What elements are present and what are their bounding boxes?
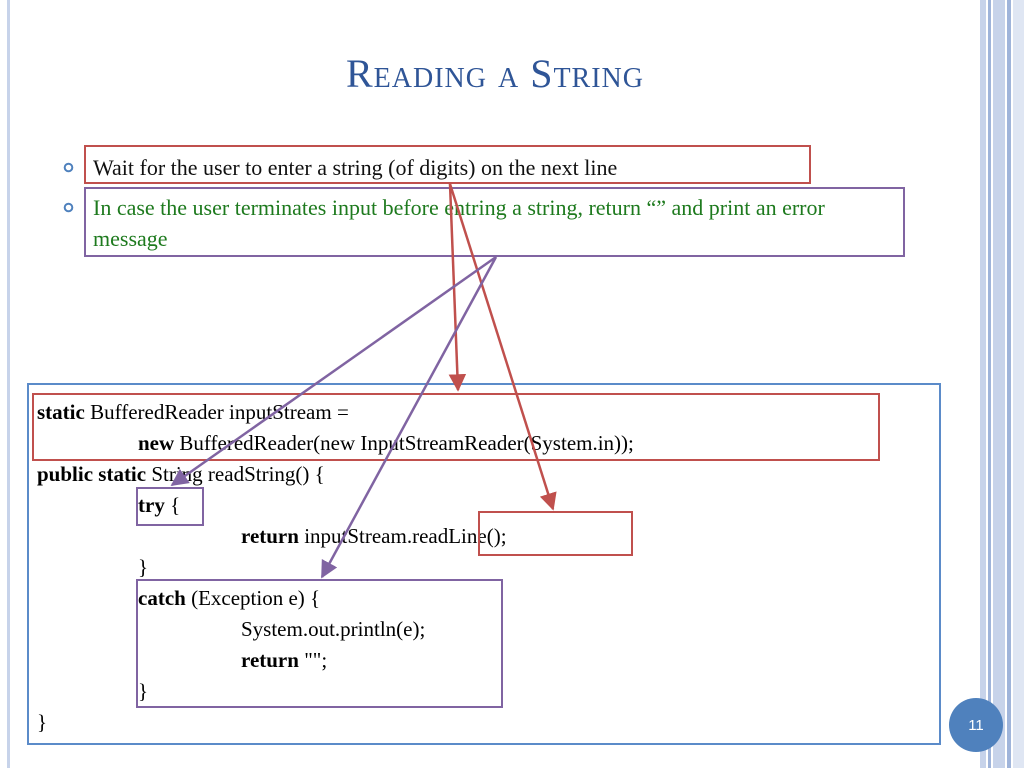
code-keyword: new: [138, 431, 175, 455]
catch-highlight-box: [136, 579, 503, 708]
right-frame-strip-1: [980, 0, 986, 768]
code-text: }: [138, 555, 149, 579]
declaration-highlight-box: [32, 393, 880, 461]
right-frame-strip-5: [1013, 0, 1024, 768]
code-keyword: try: [138, 493, 165, 517]
left-frame-line: [7, 0, 10, 768]
slide-title: Reading a String: [345, 51, 644, 96]
code-keyword: return: [241, 648, 299, 672]
page-number: 11: [968, 716, 984, 734]
code-keyword: return: [241, 524, 299, 548]
code-text: }: [138, 679, 149, 703]
code-line-9: return "";: [241, 645, 327, 676]
readline-highlight-box: [478, 511, 633, 556]
code-line-8: System.out.println(e);: [241, 614, 425, 645]
right-frame-strip-3: [993, 0, 1005, 768]
page-number-badge: 11: [949, 698, 1003, 752]
code-line-10: }: [138, 676, 148, 707]
bullet2-highlight-box: [84, 187, 905, 257]
code-text: }: [37, 710, 48, 734]
code-text: "";: [298, 648, 328, 672]
bullet-text-1: Wait for the user to enter a string (of …: [93, 155, 618, 180]
bullet1-highlight-box: [84, 145, 811, 184]
code-text: (Exception e) {: [185, 586, 321, 610]
code-line-5: return inputStream.readLine();: [241, 521, 507, 552]
code-text: System.out.println(e);: [241, 617, 426, 641]
code-line-7: catch (Exception e) {: [138, 583, 320, 614]
code-keyword: public static: [37, 462, 147, 486]
code-line-6: }: [138, 552, 148, 583]
right-frame-strip-2: [988, 0, 991, 768]
code-line-3: public static String readString() {: [37, 459, 325, 490]
bullet-ring-icon: [63, 202, 74, 213]
code-line-4: try {: [138, 490, 180, 521]
code-text: String readString() {: [146, 462, 325, 486]
code-keyword: catch: [138, 586, 186, 610]
bullet-ring-icon: [63, 162, 74, 173]
code-keyword: static: [37, 400, 85, 424]
try-highlight-box: [136, 487, 204, 526]
code-line-11: }: [37, 707, 47, 738]
code-text: {: [164, 493, 181, 517]
code-text: inputStream.readLine();: [298, 524, 507, 548]
right-frame-strip-4: [1007, 0, 1011, 768]
